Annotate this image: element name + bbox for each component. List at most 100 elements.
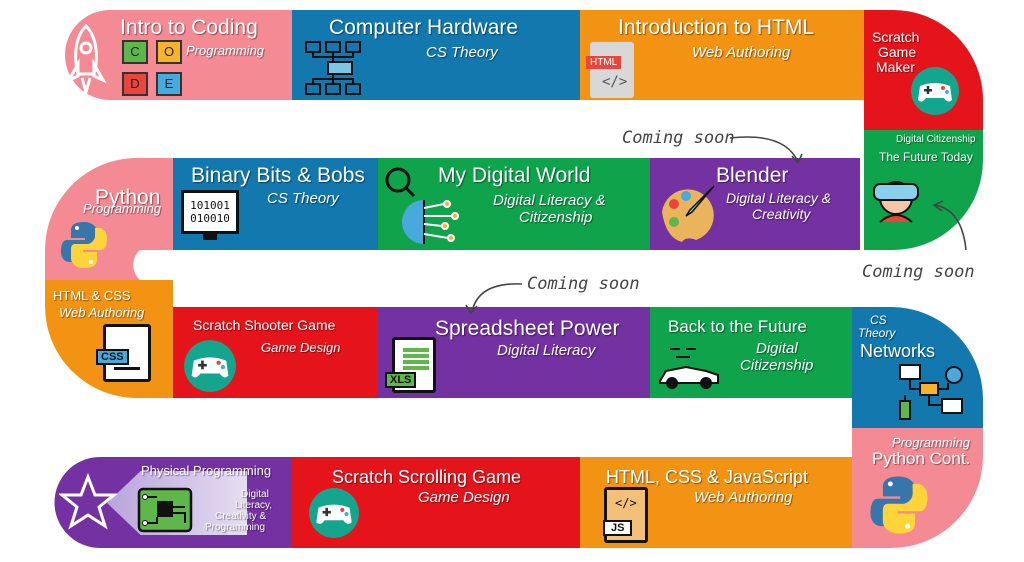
tile-title: Blender bbox=[716, 164, 789, 187]
tile-my-digital-world[interactable]: My Digital World Digital Literacy & Citi… bbox=[378, 158, 650, 250]
tile-subtitle-line-2: Theory bbox=[858, 326, 896, 340]
rocket-icon bbox=[66, 24, 106, 94]
tile-intro-to-coding[interactable]: C O D E Intro to Coding Programming bbox=[58, 10, 292, 100]
tile-title: Python bbox=[95, 186, 161, 209]
tile-title: My Digital World bbox=[438, 164, 591, 187]
tile-subtitle-line-1: Digital Literacy & bbox=[726, 190, 832, 206]
tile-subtitle-line-2: Creativity bbox=[752, 206, 811, 222]
python-logo-icon bbox=[870, 476, 928, 534]
tile-title: Networks bbox=[860, 341, 936, 361]
css-file-icon: CSS bbox=[96, 324, 151, 382]
tile-subtitle-line-1: Digital bbox=[241, 489, 269, 500]
tile-title: HTML, CSS & JavaScript bbox=[606, 467, 809, 487]
tile-subtitle: Game Design bbox=[261, 340, 341, 355]
tile-title: Computer Hardware bbox=[329, 16, 519, 39]
sheet-grid bbox=[403, 346, 429, 370]
tile-subtitle: Digital Literacy bbox=[497, 342, 596, 359]
circuit-board-icon bbox=[137, 487, 193, 533]
tile-subtitle-line-2: Citizenship bbox=[740, 357, 814, 374]
tile-back-to-the-future[interactable]: Back to the Future Digital Citizenship bbox=[650, 307, 852, 398]
tile-subtitle-line-2: Literacy, bbox=[235, 500, 273, 511]
css-badge: CSS bbox=[96, 349, 129, 365]
tile-subtitle: Programming bbox=[892, 435, 971, 450]
tile-binary-bits-and-bobs[interactable]: Binary Bits & Bobs CS Theory 101001 0100… bbox=[173, 158, 378, 250]
tile-scratch-game-maker[interactable]: Scratch Game Maker bbox=[864, 10, 983, 130]
html-badge: HTML bbox=[586, 56, 622, 69]
code-letter-e: E bbox=[156, 72, 182, 96]
coming-soon-label: Coming soon bbox=[622, 128, 735, 148]
coming-soon-label: Coming soon bbox=[862, 262, 975, 282]
tile-python[interactable]: Python Programming bbox=[45, 158, 173, 280]
tile-subtitle: Web Authoring bbox=[692, 44, 791, 61]
tile-title: Binary Bits & Bobs bbox=[191, 164, 365, 187]
code-glyph: </> bbox=[615, 496, 637, 510]
tile-subtitle: CS Theory bbox=[267, 190, 339, 207]
js-file-icon: </> JS bbox=[603, 487, 648, 543]
code-letter-d: D bbox=[122, 72, 148, 96]
tile-subtitle: Programming bbox=[83, 201, 162, 216]
tile-networks[interactable]: CS Theory Networks bbox=[852, 307, 983, 428]
coming-soon-label: Coming soon bbox=[527, 274, 640, 294]
tile-subtitle: Web Authoring bbox=[694, 489, 793, 506]
tile-html-css-javascript[interactable]: HTML, CSS & JavaScript Web Authoring </>… bbox=[580, 457, 852, 548]
tile-subtitle-line-3: Creativity & bbox=[215, 511, 267, 522]
spreadsheet-icon: XLS bbox=[385, 337, 436, 393]
tile-subtitle: CS Theory bbox=[426, 44, 498, 61]
python-logo-icon bbox=[61, 222, 107, 268]
binary-line-1: 101001 bbox=[190, 199, 230, 212]
gamepad-icon bbox=[911, 67, 959, 115]
tile-title: HTML & CSS bbox=[53, 288, 131, 303]
network-tree-icon bbox=[305, 41, 361, 95]
tile-subtitle: Digital Citizenship bbox=[896, 134, 976, 145]
code-letter-c: C bbox=[122, 40, 148, 64]
tile-title: Spreadsheet Power bbox=[435, 317, 620, 340]
monitor-stand bbox=[203, 234, 217, 240]
tile-subtitle: Programming bbox=[186, 43, 265, 58]
tile-subtitle: Game Design bbox=[418, 489, 510, 506]
tile-subtitle-line-1: CS bbox=[870, 313, 887, 327]
delorean-car-icon bbox=[659, 348, 719, 389]
tile-subtitle-line-2: Citizenship bbox=[519, 209, 593, 226]
xls-badge: XLS bbox=[385, 372, 417, 388]
tile-title-line-2: Game bbox=[878, 44, 917, 60]
tile-scratch-shooter-game[interactable]: Scratch Shooter Game Game Design bbox=[173, 307, 378, 398]
paint-brush-icon bbox=[662, 185, 715, 242]
tile-introduction-to-html[interactable]: Introduction to HTML Web Authoring HTML … bbox=[580, 10, 864, 100]
vr-headset-icon bbox=[873, 181, 919, 223]
tile-html-and-css[interactable]: HTML & CSS Web Authoring CSS bbox=[45, 280, 173, 398]
tile-title: Physical Programming bbox=[141, 463, 272, 478]
tile-title-line-3: Maker bbox=[876, 59, 915, 75]
star-icon bbox=[59, 473, 117, 530]
binary-line-2: 010010 bbox=[190, 212, 230, 225]
tile-python-cont[interactable]: Programming Python Cont. bbox=[852, 428, 983, 548]
tile-physical-programming[interactable]: Physical Programming Digital Literacy, C… bbox=[55, 457, 292, 548]
tile-title: Scratch Scrolling Game bbox=[332, 467, 522, 487]
css-line bbox=[114, 367, 140, 370]
network-devices-icon bbox=[899, 364, 963, 420]
tile-computer-hardware[interactable]: Computer Hardware CS Theory bbox=[292, 10, 580, 100]
tile-title: The Future Today bbox=[879, 150, 973, 164]
tile-title: Scratch Shooter Game bbox=[193, 317, 336, 333]
tile-title: Introduction to HTML bbox=[618, 16, 815, 39]
code-glyph: </> bbox=[602, 74, 628, 90]
tile-title: Intro to Coding bbox=[120, 16, 258, 39]
tile-title: Back to the Future bbox=[668, 317, 807, 336]
code-letter-o: O bbox=[156, 40, 182, 64]
tile-subtitle-line-1: Digital bbox=[756, 340, 798, 357]
tile-blender[interactable]: Blender Digital Literacy & Creativity bbox=[650, 158, 860, 250]
binary-monitor-icon: 101001 010010 bbox=[181, 190, 239, 234]
digital-brain-icon bbox=[385, 167, 459, 244]
gamepad-icon bbox=[184, 340, 236, 392]
gamepad-icon bbox=[309, 488, 359, 538]
tile-title: Python Cont. bbox=[872, 449, 971, 468]
tile-the-future-today[interactable]: Digital Citizenship The Future Today bbox=[864, 130, 983, 250]
tile-spreadsheet-power[interactable]: Spreadsheet Power Digital Literacy XLS bbox=[378, 307, 650, 398]
tile-scratch-scrolling-game[interactable]: Scratch Scrolling Game Game Design bbox=[292, 457, 580, 548]
code-blocks: C O D E bbox=[122, 40, 184, 98]
tile-subtitle-line-1: Digital Literacy & bbox=[493, 192, 606, 209]
tile-title-line-1: Scratch bbox=[872, 29, 920, 45]
js-badge: JS bbox=[603, 520, 633, 536]
tile-subtitle-line-4: Programming bbox=[205, 522, 266, 533]
html-file-icon: HTML </> bbox=[586, 42, 634, 98]
tile-subtitle: Web Authoring bbox=[59, 305, 145, 320]
